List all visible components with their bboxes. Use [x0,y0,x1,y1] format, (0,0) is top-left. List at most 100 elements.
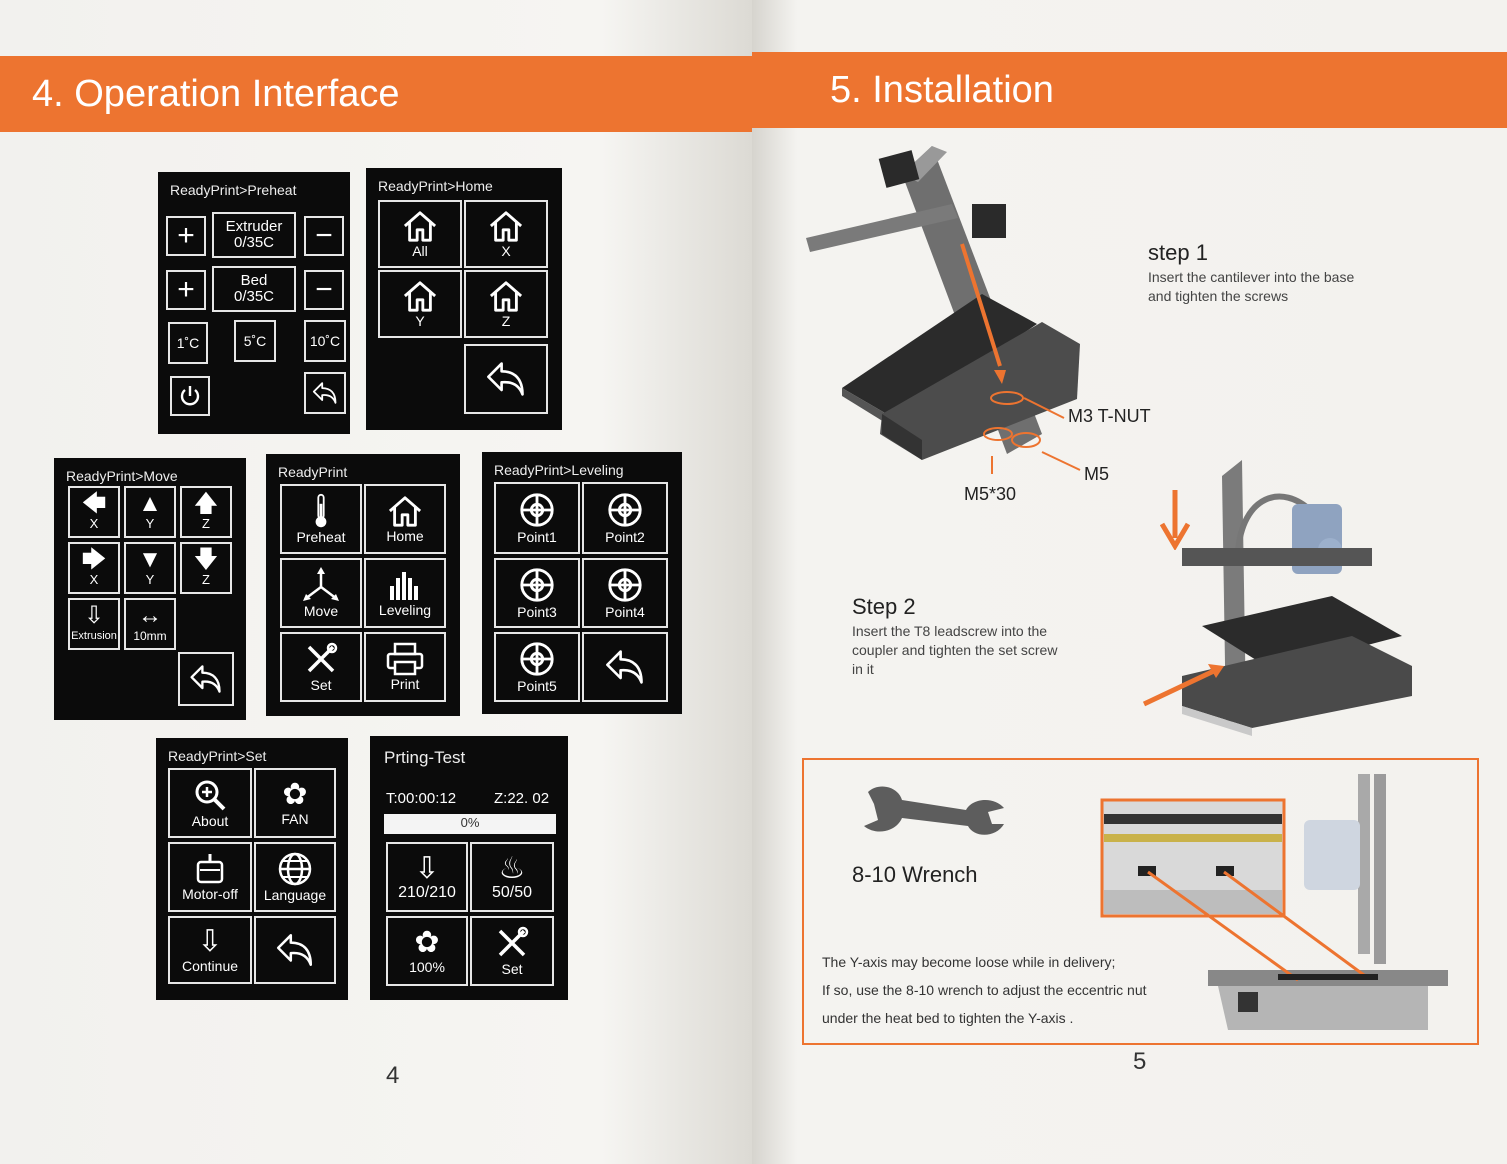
about-button[interactable]: About [168,768,252,838]
download-arrow-icon: ⇩ [197,925,223,958]
home-all-button[interactable]: All [378,200,462,268]
callout-m3-tnut: M3 T-NUT [1068,406,1151,426]
home-all-label: All [412,243,428,259]
wrench-note-line3: under the heat bed to tighten the Y-axis… [822,1010,1074,1026]
move-y-plus-button[interactable]: ▲Y [124,486,176,538]
screen-title: ReadyPrint [278,464,348,480]
move-z-plus-button[interactable]: 🡅Z [180,486,232,538]
continue-label: Continue [181,958,239,974]
distance-button[interactable]: ↔10mm [124,598,176,650]
house-icon [489,211,523,242]
back-arrow-icon [276,934,313,966]
step1-text-line2: and tighten the screws [1148,288,1289,304]
home-screen: ReadyPrint>Home All X Y Z [366,168,562,430]
section-title-operation: 4. Operation Interface [0,56,752,132]
print-label: Print [390,676,420,692]
back-arrow-icon [606,650,643,684]
home-z-button[interactable]: Z [464,270,548,338]
back-button[interactable] [178,652,234,706]
wrench-label: 8-10 Wrench [852,862,978,887]
point5-button[interactable]: Point5 [494,632,580,702]
progress-label: 0% [460,815,480,830]
right-page: 5. Installation step 1 Insert the cantil… [752,0,1507,1164]
point1-button[interactable]: Point1 [494,482,580,554]
set-button[interactable]: Set [280,632,362,702]
tools-icon [307,642,338,673]
fan-icon: ✿ [414,926,440,959]
fan-button[interactable]: ✿ FAN [254,768,336,838]
move-x-minus-button[interactable]: 🡄X [68,486,120,538]
leveling-screen: ReadyPrint>Leveling Point1 Point2 Point3… [482,452,682,714]
language-label: Language [263,887,327,903]
bed-minus-button[interactable]: − [304,270,344,310]
set-label: Set [501,961,523,977]
point3-button[interactable]: Point3 [494,558,580,628]
extruder-minus-button[interactable]: − [304,216,344,256]
back-arrow-icon [487,362,524,396]
extrusion-button[interactable]: ⇩Extrusion [68,598,120,650]
home-x-button[interactable]: X [464,200,548,268]
step-1c-button[interactable]: 1˚C [168,322,208,364]
set-button[interactable]: Set [470,916,554,986]
arrow-down-icon: ▼ [138,546,162,573]
home-button[interactable]: Home [364,484,446,554]
extruder-down-icon: ⇩ [414,852,440,885]
preheat-button[interactable]: Preheat [280,484,362,554]
callout-m5: M5 [1084,464,1110,484]
leveling-button[interactable]: Leveling [364,558,446,628]
point-label: Point3 [517,604,557,620]
axis-label: Z [202,572,210,587]
elapsed-time: T:00:00:12 [386,790,457,807]
bed-temp-button[interactable]: ♨ 50/50 [470,842,554,912]
move-button[interactable]: Move [280,558,362,628]
home-z-label: Z [501,313,511,329]
nozzle-temp-button[interactable]: ⇩ 210/210 [386,842,468,912]
arrow-down-icon: 🡇 [193,546,219,573]
section-title-installation: 5. Installation [752,52,1507,128]
screen-title: ReadyPrint>Set [168,748,267,764]
move-screen: ReadyPrint>Move 🡄X ▲Y 🡅Z 🡆X ▼Y 🡇Z ⇩Extru… [54,458,246,720]
continue-button[interactable]: ⇩ Continue [168,916,252,984]
back-arrow-icon [312,382,337,404]
back-button[interactable] [464,344,548,414]
leveling-label: Leveling [378,602,432,618]
step2-text-line2: coupler and tighten the set screw [852,642,1058,658]
home-y-button[interactable]: Y [378,270,462,338]
extruder-plus-button[interactable]: + [166,216,206,256]
tools-icon [498,926,529,957]
nozzle-temp-label: 210/210 [398,884,456,901]
set-label: Set [310,677,332,693]
home-y-label: Y [415,313,425,329]
wrench-note-line2: If so, use the 8-10 wrench to adjust the… [822,982,1147,998]
fan-speed-button[interactable]: ✿ 100% [386,916,468,986]
main-menu-screen: ReadyPrint Preheat Home Move Leveling Se… [266,454,460,716]
page-number: 4 [386,1062,400,1089]
z-position: Z:22. 02 [494,790,550,807]
heat-bed-illustration [1100,774,1448,1030]
back-button[interactable] [254,916,336,984]
extruder-readout: Extruder 0/35C [212,212,296,258]
back-button[interactable] [304,372,346,414]
point-label: Point1 [517,529,557,545]
point2-button[interactable]: Point2 [582,482,668,554]
bed-plus-button[interactable]: + [166,270,206,310]
point-label: Point4 [605,604,645,620]
print-button[interactable]: Print [364,632,446,702]
language-button[interactable]: Language [254,842,336,912]
move-z-minus-button[interactable]: 🡇Z [180,542,232,594]
motor-off-button[interactable]: Motor-off [168,842,252,912]
axis-label: X [89,572,99,587]
step-5c-button[interactable]: 5˚C [234,320,276,362]
step-10c-button[interactable]: 10˚C [304,320,346,362]
bed-temp-label: 50/50 [491,884,533,901]
back-button[interactable] [582,632,668,702]
power-button[interactable] [170,376,210,416]
preheat-screen: ReadyPrint>Preheat + Extruder 0/35C − + … [158,172,350,434]
move-x-plus-button[interactable]: 🡆X [68,542,120,594]
bed-value: 0/35C [233,288,275,305]
point4-button[interactable]: Point4 [582,558,668,628]
thermometer-icon [315,493,327,528]
crosshair-icon [608,493,642,527]
crosshair-icon [520,642,554,676]
move-y-minus-button[interactable]: ▼Y [124,542,176,594]
